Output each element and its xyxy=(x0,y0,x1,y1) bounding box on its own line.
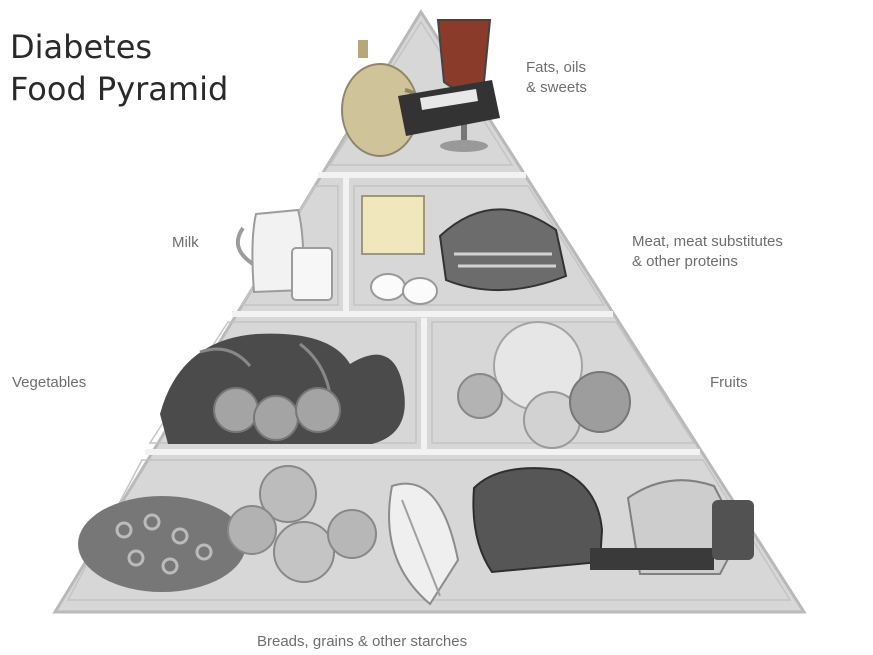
fats-label: Fats, oils & sweets xyxy=(526,58,587,98)
bread-loaf-icon xyxy=(473,468,602,572)
apple-icon xyxy=(458,374,502,418)
milk-glass-icon xyxy=(292,248,332,300)
fats-label-line-1: Fats, oils xyxy=(526,58,587,78)
meat-label-line-1: Meat, meat substitutes xyxy=(632,232,783,252)
peach-icon xyxy=(570,372,630,432)
cheese-icon xyxy=(362,196,424,254)
fats-label-line-2: & sweets xyxy=(526,78,587,98)
vegetables-label: Vegetables xyxy=(12,373,86,393)
fruits-label: Fruits xyxy=(710,373,748,393)
meat-label-line-2: & other proteins xyxy=(632,252,783,272)
milk-label: Milk xyxy=(172,233,199,253)
title-line-2: Food Pyramid xyxy=(10,68,228,110)
cereal-icon xyxy=(78,496,246,592)
breads-label: Breads, grains & other starches xyxy=(257,632,467,652)
diagram-title: Diabetes Food Pyramid xyxy=(10,26,228,110)
tomato-slices-icon xyxy=(214,388,340,440)
meat-label: Meat, meat substitutes & other proteins xyxy=(632,232,783,272)
title-line-1: Diabetes xyxy=(10,26,228,68)
